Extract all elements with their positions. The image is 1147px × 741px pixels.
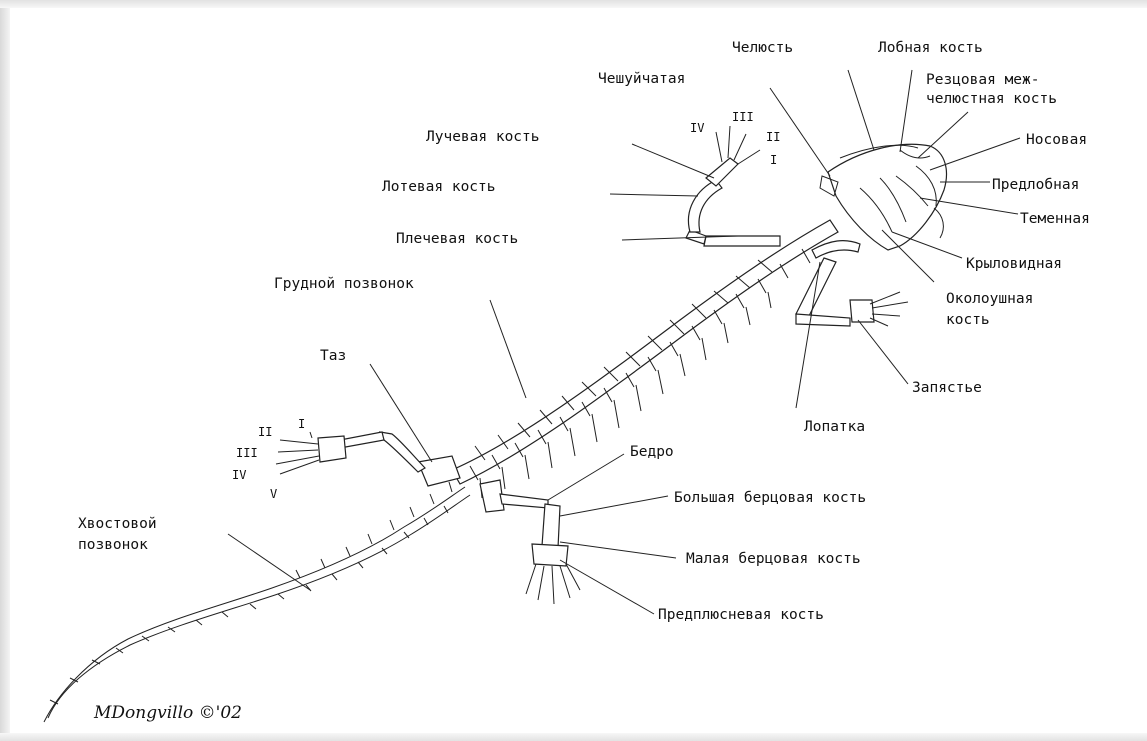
label-fibula: Малая берцовая кость xyxy=(686,551,861,567)
label-nasal: Носовая xyxy=(1026,132,1087,148)
label-ulna: Лотевая кость xyxy=(382,179,496,195)
label-pterygoid: Крыловидная xyxy=(966,256,1062,272)
hind-digit-iv: IV xyxy=(232,468,246,482)
label-wrist: Запястье xyxy=(912,380,982,396)
hind-digit-i: I xyxy=(298,417,305,431)
label-periotic-1: Околоушная xyxy=(946,291,1033,307)
label-prefrontal: Предлобная xyxy=(992,177,1079,193)
front-digit-iv: IV xyxy=(690,121,704,135)
labels: Челюсть Лобная кость Чешуйчатая Резцовая… xyxy=(78,40,1090,723)
front-digit-i: I xyxy=(770,153,777,167)
label-caudal-2: позвонок xyxy=(78,537,148,553)
label-periotic-2: кость xyxy=(946,312,990,328)
label-premaxilla-2: челюстная кость xyxy=(926,91,1057,107)
label-frontal: Лобная кость xyxy=(878,40,983,56)
label-femur: Бедро xyxy=(630,444,674,460)
hind-digit-ii: II xyxy=(258,425,272,439)
label-tibia: Большая берцовая кость xyxy=(674,490,866,506)
label-jaw: Челюсть xyxy=(732,40,793,56)
skull xyxy=(820,144,946,250)
hind-digit-v: V xyxy=(270,487,277,501)
label-tarsal: Предплюсневая кость xyxy=(658,607,824,623)
label-parietal: Теменная xyxy=(1020,211,1090,227)
label-premaxilla-1: Резцовая меж- xyxy=(926,72,1040,88)
label-humerus: Плечевая кость xyxy=(396,231,518,247)
front-digit-iii: III xyxy=(732,110,754,124)
label-radius: Лучевая кость xyxy=(426,129,540,145)
label-scapula: Лопатка xyxy=(804,419,865,435)
label-caudal-1: Хвостовой xyxy=(78,516,157,532)
label-pelvis: Таз xyxy=(320,348,346,364)
artist-signature: MDongvillo ©'02 xyxy=(93,703,242,723)
label-squamosal: Чешуйчатая xyxy=(598,71,685,87)
front-digit-ii: II xyxy=(766,130,780,144)
hind-digit-iii: III xyxy=(236,446,258,460)
label-thoracic-vertebra: Грудной позвонок xyxy=(274,276,414,292)
